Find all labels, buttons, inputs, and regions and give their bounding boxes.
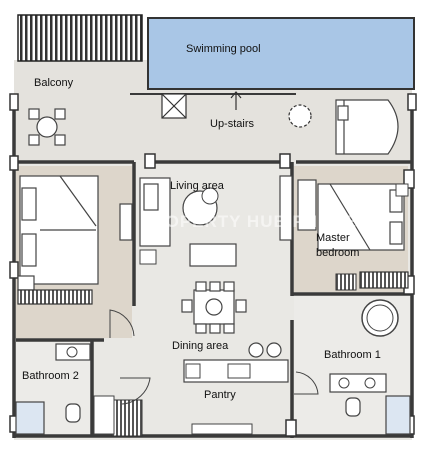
bathroom2-basin xyxy=(66,346,78,358)
master-wardrobe xyxy=(359,271,409,289)
armchair xyxy=(189,243,237,267)
bathroom2-cabinet xyxy=(93,395,115,435)
ac-unit xyxy=(139,249,157,265)
entrance-door xyxy=(120,377,151,405)
balcony-railing xyxy=(17,14,143,62)
bathroom1-shower xyxy=(385,395,411,435)
side-table xyxy=(201,187,219,205)
daybed xyxy=(335,99,399,155)
label-pantry: Pantry xyxy=(204,389,236,401)
label-dining-area: Dining area xyxy=(172,340,229,352)
bathroom1-vanity xyxy=(329,373,387,393)
label-swimming-pool: Swimming pool xyxy=(186,43,261,55)
pantry-shelf xyxy=(191,423,253,435)
label-bathroom-1: Bathroom 1 xyxy=(324,349,381,361)
stairs xyxy=(161,91,242,119)
bedroom2-door xyxy=(109,309,135,338)
hob xyxy=(227,363,251,379)
bathroom2-toilet xyxy=(65,403,81,423)
tv-console xyxy=(279,175,293,241)
master-armchair xyxy=(297,179,317,231)
label-bathroom-2: Bathroom 2 xyxy=(22,370,79,382)
label-balcony: Balcony xyxy=(34,77,74,89)
label-upstairs: Up-stairs xyxy=(210,118,255,130)
sink xyxy=(185,363,201,379)
watermark: PROPERTY HUB PHUKET xyxy=(140,212,369,231)
swimming-pool xyxy=(147,17,415,90)
master-nightstand xyxy=(395,183,409,197)
bathroom1-door xyxy=(294,371,319,395)
bathroom1-basin-left xyxy=(338,377,350,389)
bathroom1-toilet xyxy=(345,397,361,417)
bathroom1-basin-right xyxy=(364,377,376,389)
bathtub-inner xyxy=(366,304,394,332)
master-bed xyxy=(317,183,405,251)
bedroom2-desk xyxy=(119,203,133,241)
bedroom2-wardrobe xyxy=(17,289,93,305)
label-master-line1: Master xyxy=(316,232,350,244)
pantry-closet xyxy=(111,399,143,437)
bathroom2-shower xyxy=(15,401,45,435)
bedroom2-bed xyxy=(19,175,99,285)
sofa xyxy=(139,177,171,247)
balcony-table xyxy=(28,108,66,146)
dining-table xyxy=(181,281,247,334)
plant xyxy=(288,104,312,128)
bedroom2-nightstand xyxy=(17,275,35,291)
label-master-line2: bedroom xyxy=(316,247,360,259)
master-closet xyxy=(335,273,357,291)
bar-stools xyxy=(248,342,282,358)
label-living-area: Living area xyxy=(170,180,224,192)
